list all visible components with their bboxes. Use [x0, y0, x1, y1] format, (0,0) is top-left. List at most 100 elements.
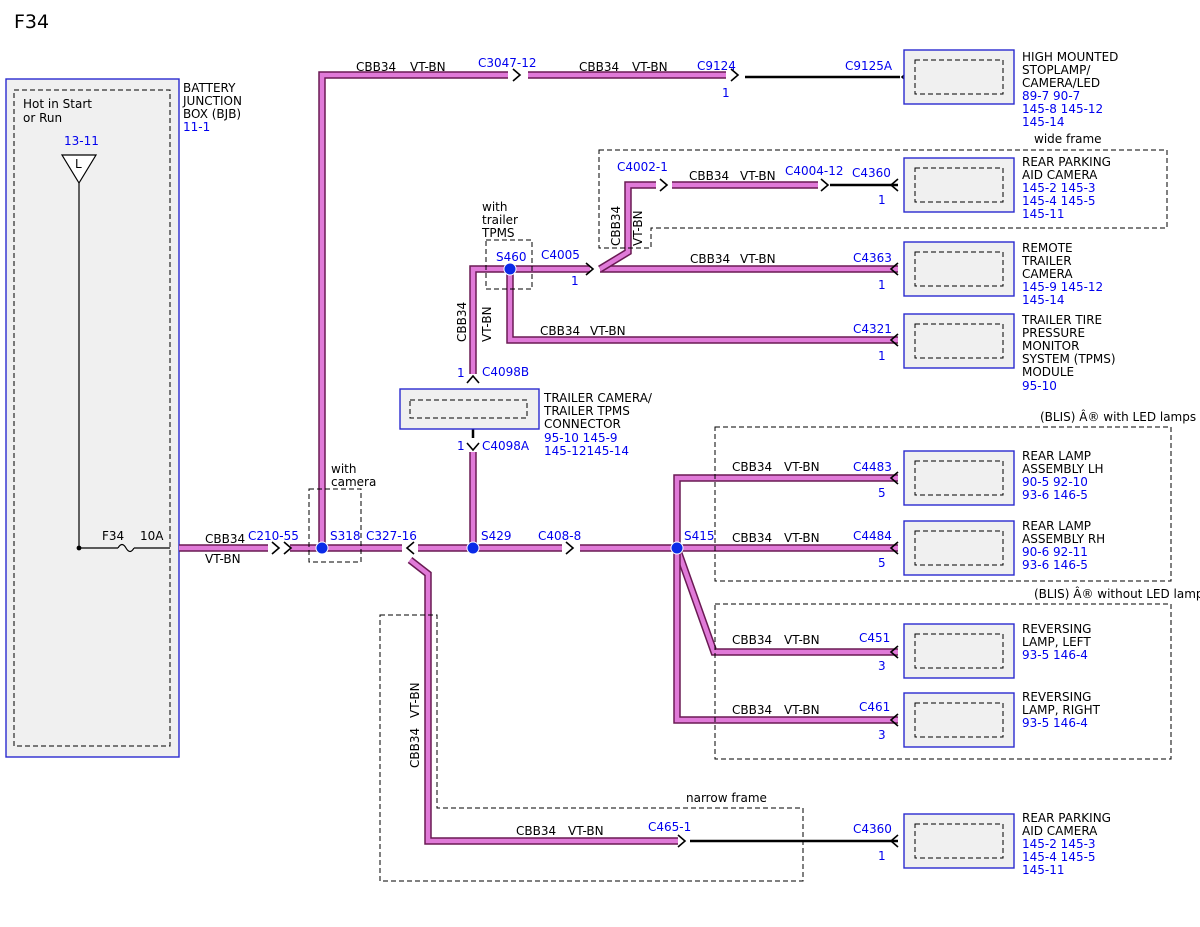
label-c210[interactable]: C210-55	[248, 529, 299, 543]
reversing-lamp-right-refs[interactable]: 93-5 146-4	[1022, 716, 1088, 730]
circuit-label-c4484: CBB34	[732, 531, 772, 545]
tpms-module-refs[interactable]: 95-10	[1022, 379, 1057, 393]
blis-with-led-label: (BLIS) Â® with LED lamps	[1040, 409, 1196, 424]
circuit-label-c4321: CBB34	[540, 324, 580, 338]
rear-lamp-rh-box[interactable]	[903, 520, 1015, 576]
label-c9124[interactable]: C9124	[697, 59, 736, 73]
splice-s429[interactable]	[466, 541, 480, 555]
pin-c9124: 1	[722, 86, 730, 100]
trailer-connector-box[interactable]	[399, 388, 540, 430]
label-s318[interactable]: S318	[330, 529, 361, 543]
reversing-lamp-left-refs[interactable]: 93-5 146-4	[1022, 648, 1088, 662]
label-c327[interactable]: C327-16	[366, 529, 417, 543]
label-s415[interactable]: S415	[684, 529, 715, 543]
stoplamp-box[interactable]	[903, 49, 1015, 105]
label-c4363[interactable]: C4363	[853, 251, 892, 265]
wide-frame-zone	[598, 149, 1168, 249]
pin-c4363: 1	[878, 278, 886, 292]
color-label-c4363: VT-BN	[740, 252, 776, 266]
circuit-label-vert-s460: CBB34	[455, 302, 469, 342]
label-c4483[interactable]: C4483	[853, 460, 892, 474]
bjb-feed-letter: L	[75, 157, 82, 171]
pin-c4484: 5	[878, 556, 886, 570]
fuse-icon[interactable]	[117, 543, 135, 553]
label-c4005[interactable]: C4005	[541, 248, 580, 262]
label-c451[interactable]: C451	[859, 631, 890, 645]
color-label-c4321: VT-BN	[590, 324, 626, 338]
arrow-c408-icon	[565, 541, 575, 555]
with-camera-zone	[308, 488, 362, 563]
splice-s318[interactable]	[315, 541, 329, 555]
splice-s415[interactable]	[670, 541, 684, 555]
remote-trailer-camera-box[interactable]	[903, 241, 1015, 297]
arrow-c4363-icon	[889, 262, 899, 276]
rear-camera-narrow-box[interactable]	[903, 813, 1015, 869]
circuit-label-c451: CBB34	[732, 633, 772, 647]
rear-camera-wide-box[interactable]	[903, 157, 1015, 213]
wire-c327-c465[interactable]	[407, 557, 678, 845]
label-c461[interactable]: C461	[859, 700, 890, 714]
label-c4484[interactable]: C4484	[853, 529, 892, 543]
tpms-module-box[interactable]	[903, 313, 1015, 369]
label-c408[interactable]: C408-8	[538, 529, 581, 543]
label-c9125a[interactable]: C9125A	[845, 59, 893, 73]
bjb-ref[interactable]: 11-1	[183, 120, 210, 134]
wire-labels: CBB34 VT-BN CBB34 VT-BN CBB34 VT-BN CBB3…	[205, 60, 820, 838]
label-c4360b[interactable]: C4360	[853, 822, 892, 836]
circuit-label-c4363: CBB34	[690, 252, 730, 266]
wire-group	[179, 71, 898, 845]
label-c465[interactable]: C465-1	[648, 820, 691, 834]
arrow-c4360b-icon	[889, 834, 899, 848]
arrow-c4483-icon	[889, 471, 899, 485]
label-c4098b[interactable]: C4098B	[482, 365, 529, 379]
rear-lamp-lh-box[interactable]	[903, 450, 1015, 506]
pin-c4321: 1	[878, 349, 886, 363]
circuit-label-wide: CBB34	[689, 169, 729, 183]
color-label-vert-s460: VT-BN	[480, 306, 494, 342]
circuit-label-top1: CBB34	[356, 60, 396, 74]
arrow-c451-icon	[889, 645, 899, 659]
arrow-c4321-icon	[889, 333, 899, 347]
circuit-label-c465: CBB34	[516, 824, 556, 838]
label-s460[interactable]: S460	[496, 250, 527, 264]
pin-c4098a: 1	[457, 439, 465, 453]
color-label-wide: VT-BN	[740, 169, 776, 183]
label-c4004[interactable]: C4004-12	[785, 164, 844, 178]
color-label-main: VT-BN	[205, 552, 241, 566]
reversing-lamp-right-box[interactable]	[903, 692, 1015, 748]
label-s429[interactable]: S429	[481, 529, 512, 543]
label-c4098a[interactable]: C4098A	[482, 439, 530, 453]
bjb-box[interactable]	[5, 78, 180, 758]
narrow-frame-label: narrow frame	[686, 791, 767, 805]
wide-frame-label: wide frame	[1034, 132, 1102, 146]
color-label-top2: VT-BN	[632, 60, 668, 74]
narrow-frame-zone	[379, 614, 804, 882]
arrow-c4484-icon	[889, 541, 899, 555]
pin-c4005: 1	[571, 274, 579, 288]
reversing-lamp-left-box[interactable]	[903, 623, 1015, 679]
circuit-label-top2: CBB34	[579, 60, 619, 74]
pin-c461: 3	[878, 728, 886, 742]
label-c4002[interactable]: C4002-1	[617, 160, 668, 174]
label-c4360[interactable]: C4360	[852, 166, 891, 180]
bjb-feed-ref[interactable]: 13-11	[64, 134, 99, 148]
splice-s460[interactable]	[503, 262, 517, 276]
label-c3047[interactable]: C3047-12	[478, 56, 537, 70]
label-c4321[interactable]: C4321	[853, 322, 892, 336]
